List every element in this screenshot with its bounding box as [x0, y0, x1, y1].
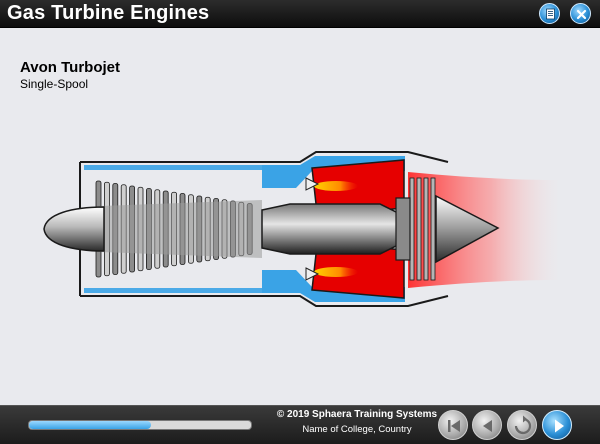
- footer-bar: © 2019 Sphaera Training Systems Name of …: [0, 405, 600, 444]
- progress-bar[interactable]: [28, 420, 252, 430]
- document-button[interactable]: [539, 3, 560, 24]
- fuel-injector: [305, 177, 320, 281]
- close-button[interactable]: [570, 3, 591, 24]
- turbine-blade: [430, 177, 436, 281]
- turbojet-diagram: [43, 151, 560, 307]
- college-text: Name of College, Country: [302, 424, 412, 435]
- intake-spinner: [43, 206, 105, 252]
- document-icon: [546, 8, 555, 20]
- play-next-icon: [555, 419, 564, 433]
- engine-title: Avon Turbojet: [20, 59, 120, 76]
- back-icon: [483, 420, 492, 432]
- turbine-blade: [409, 177, 415, 281]
- compressor-stages: [95, 180, 262, 278]
- app-title: Gas Turbine Engines: [7, 2, 210, 24]
- copyright-text: © 2019 Sphaera Training Systems: [276, 409, 438, 420]
- play-next-button[interactable]: [542, 410, 572, 440]
- progress-fill: [29, 421, 152, 429]
- replay-icon: [514, 415, 532, 435]
- back-button[interactable]: [472, 410, 502, 440]
- skip-to-start-button[interactable]: [438, 410, 468, 440]
- close-icon: [576, 9, 587, 20]
- header-bar: Gas Turbine Engines: [0, 0, 600, 28]
- exhaust-cone: [435, 194, 500, 264]
- turbine-disc: [395, 197, 411, 261]
- skip-to-start-icon: [448, 420, 460, 432]
- engine-subtitle: Single-Spool: [20, 77, 89, 91]
- turbine-blade: [423, 177, 429, 281]
- compressor-drum: [100, 200, 262, 258]
- turbine-blade: [416, 177, 422, 281]
- replay-button[interactable]: [507, 410, 537, 440]
- flame: [314, 181, 358, 277]
- content-area: Avon Turbojet Single-Spool: [0, 28, 600, 405]
- turbine-stages: [409, 177, 436, 281]
- main-shaft: [261, 203, 401, 255]
- combustion-chamber: [311, 159, 405, 299]
